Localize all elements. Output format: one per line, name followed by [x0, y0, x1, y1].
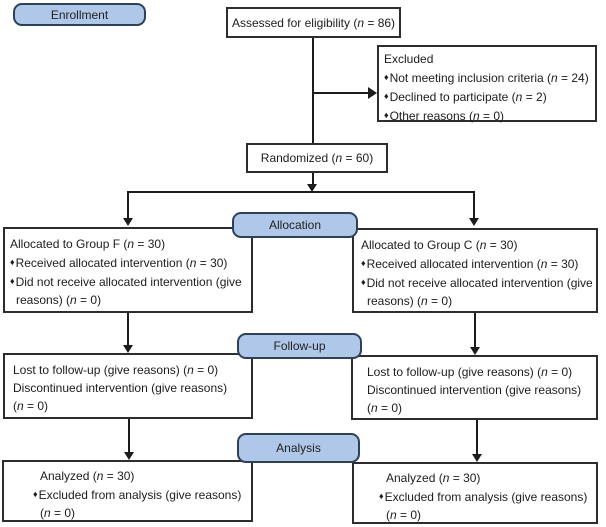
- box-text-line: ♦Did not receive allocated intervention …: [10, 275, 242, 289]
- connector-group-f-to-followup: [127, 313, 129, 346]
- box-text-line: Discontinued intervention (give reasons): [367, 383, 582, 397]
- box-text-line: Assessed for eligibility (n = 86): [231, 15, 396, 30]
- allocated-group-f-box: Allocated to Group F (n = 30) ♦Received …: [3, 227, 253, 313]
- arrowhead-followup-left-icon: [123, 345, 133, 353]
- assessed-eligibility-box: Assessed for eligibility (n = 86): [226, 7, 401, 38]
- randomized-box: Randomized (n = 60): [246, 143, 388, 173]
- box-text-line: reasons) (n = 0): [367, 294, 453, 308]
- followup-stage-label: Follow-up: [237, 333, 362, 359]
- analysis-right-box: Analyzed (n = 30) ♦Excluded from analysi…: [352, 462, 598, 524]
- box-text-line: Analyzed (n = 30): [40, 469, 135, 483]
- allocation-stage-label: Allocation: [232, 212, 358, 238]
- allocated-group-c-box: Allocated to Group C (n = 30) ♦Received …: [352, 228, 598, 313]
- box-text-line: ♦Excluded from analysis (give reasons): [33, 488, 242, 502]
- box-text-line: Allocated to Group F (n = 30): [10, 237, 166, 251]
- box-text-line: Discontinued intervention (give reasons): [13, 381, 228, 395]
- box-text-line: ♦Received allocated intervention (n = 30…: [10, 256, 228, 270]
- split-line: [127, 191, 475, 193]
- connector-randomized-to-split: [312, 173, 314, 186]
- box-text-line: ♦Excluded from analysis (give reasons): [379, 490, 588, 504]
- box-text-line: reasons) (n = 0): [16, 293, 102, 307]
- arrowhead-excluded-icon: [368, 87, 377, 99]
- box-text-line: (n = 0): [367, 401, 403, 415]
- followup-right-box: Lost to follow-up (give reasons) (n = 0)…: [351, 355, 598, 420]
- box-text-line: (n = 0): [13, 399, 49, 413]
- connector-group-c-to-followup: [474, 313, 476, 348]
- box-text-line: ♦Other reasons (n = 0): [384, 109, 505, 123]
- connector-followup-to-analysis-left: [128, 419, 130, 453]
- arrowhead-followup-right-icon: [470, 347, 480, 355]
- arrowhead-split-icon: [307, 184, 317, 192]
- followup-left-box: Lost to follow-up (give reasons) (n = 0)…: [3, 353, 253, 419]
- box-text-line: Analyzed (n = 30): [386, 471, 481, 485]
- box-text-line: Excluded: [384, 52, 434, 66]
- analysis-stage-label: Analysis: [237, 433, 360, 463]
- excluded-box: Excluded ♦Not meeting inclusion criteria…: [377, 45, 597, 123]
- box-text-line: Randomized (n = 60): [260, 151, 374, 165]
- connector-assessed-to-randomized: [312, 38, 314, 143]
- connector-split-to-group-c: [473, 191, 475, 218]
- arrowhead-analysis-left-icon: [124, 452, 134, 460]
- box-text-line: ♦Did not receive allocated intervention …: [361, 276, 593, 290]
- box-text-line: (n = 0): [40, 506, 76, 520]
- connector-followup-to-analysis-right: [476, 420, 478, 455]
- arrowhead-group-f-icon: [123, 218, 133, 226]
- box-text-line: Lost to follow-up (give reasons) (n = 0): [13, 363, 219, 377]
- enrollment-stage-label: Enrollment: [13, 3, 146, 26]
- arrowhead-analysis-right-icon: [472, 454, 482, 462]
- arrowhead-group-c-icon: [469, 218, 479, 226]
- box-text-line: (n = 0): [386, 508, 422, 522]
- analysis-left-box: Analyzed (n = 30) ♦Excluded from analysi…: [2, 460, 253, 522]
- box-text-line: ♦Received allocated intervention (n = 30…: [361, 257, 579, 271]
- box-text-line: Lost to follow-up (give reasons) (n = 0): [367, 365, 573, 379]
- connector-to-excluded: [313, 92, 369, 94]
- connector-split-to-group-f: [127, 191, 129, 218]
- box-text-line: Allocated to Group C (n = 30): [361, 238, 518, 252]
- box-text-line: ♦Not meeting inclusion criteria (n = 24): [384, 71, 589, 85]
- box-text-line: ♦Declined to participate (n = 2): [384, 90, 547, 104]
